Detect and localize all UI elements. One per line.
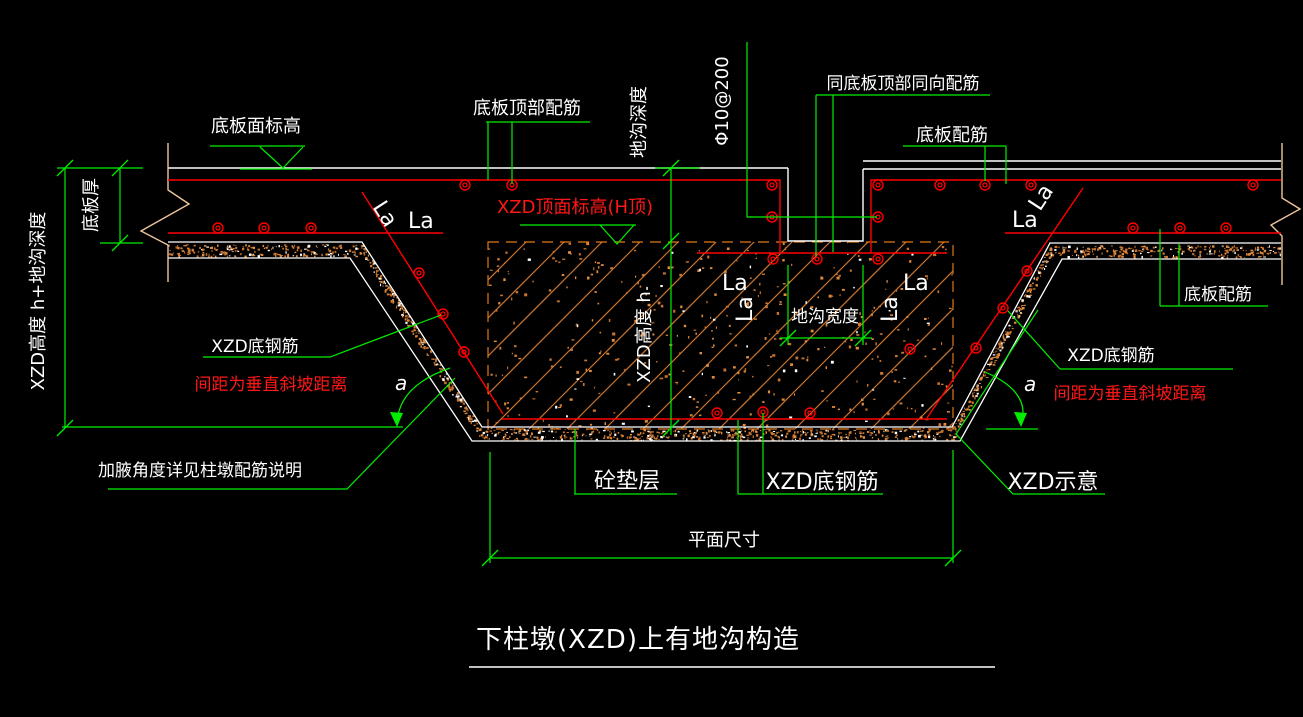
label-la-trench-right-v: La	[878, 296, 903, 322]
dimensions	[56, 159, 1038, 567]
label-la-trench-left: La	[722, 271, 748, 296]
top-rebar-left	[168, 179, 781, 253]
leader-xzd-schematic	[955, 309, 1105, 495]
label-la-trench-left-v: La	[733, 296, 758, 322]
label-xzd-total-height: XZD高度 h+地沟深度	[28, 212, 49, 391]
label-angle-right: a	[1024, 372, 1036, 396]
label-trench-width: 地沟宽度	[791, 307, 859, 327]
label-slab-top-rebar: 底板顶部配筋	[473, 98, 581, 119]
break-lines	[139, 143, 1302, 285]
concrete-hatch-lines	[488, 242, 953, 429]
break-line-left	[139, 143, 191, 282]
label-haunch-note: 加腋角度详见柱墩配筋说明	[98, 461, 302, 481]
label-xzd-bottom-rebar-bottom: XZD底钢筋	[765, 470, 878, 495]
cushion-top-line	[168, 241, 1281, 428]
arc-arrowhead-left	[390, 412, 403, 427]
label-angle-left: a	[395, 371, 407, 395]
label-same-rebar: 同底板顶部同向配筋	[827, 74, 980, 94]
label-spacing-note-right: 间距为垂直斜坡距离	[1054, 384, 1207, 404]
cushion-bottom-line	[168, 257, 1281, 442]
label-rebar-spec: Φ10@200	[712, 56, 733, 145]
leader-haunch-note	[108, 377, 456, 490]
label-slab-rebar-bottom-right: 底板配筋	[1184, 285, 1252, 305]
leader-same-rebar	[815, 94, 990, 256]
level-symbol-xzd	[520, 224, 636, 245]
structure-white	[168, 160, 1281, 668]
dimension-ticks	[56, 159, 962, 567]
rebar-section-dots	[212, 179, 1259, 419]
annotations: 底板面标高 底板顶部配筋 地沟深度 Φ10@200 同底板顶部同向配筋 底板配筋…	[28, 56, 1252, 655]
label-xzd-bottom-rebar-left: XZD底钢筋	[211, 337, 298, 357]
label-la-right: La	[1012, 208, 1038, 233]
leader-slab-top-rebar	[486, 121, 590, 184]
label-xzd-height: XZD高度 h	[634, 291, 655, 383]
label-la-slope-left: La	[367, 197, 402, 232]
label-spacing-note-left: 间距为垂直斜坡距离	[195, 375, 348, 395]
leaders	[108, 42, 1268, 495]
leader-rebar-spec	[746, 42, 877, 218]
break-line-right	[1269, 143, 1302, 285]
level-symbol-slab	[210, 145, 312, 170]
label-slab-surface-level: 底板面标高	[211, 116, 301, 137]
label-slab-thickness: 底板厚	[81, 178, 102, 232]
label-slab-rebar-top-right: 底板配筋	[916, 125, 988, 146]
leader-slab-rebar-bottom-right	[1159, 229, 1268, 307]
drawing-title: 下柱墩(XZD)上有地沟构造	[476, 625, 800, 655]
label-cushion: 砼垫层	[594, 469, 660, 494]
pier-hatch-region	[487, 241, 954, 430]
leader-cushion	[574, 429, 677, 495]
dim-trench-width	[780, 265, 872, 345]
label-la-trench-right: La	[903, 271, 929, 296]
leader-xzd-bottom-rebar-bottom	[737, 413, 883, 495]
label-xzd-bottom-rebar-right: XZD底钢筋	[1067, 346, 1154, 366]
cushion-band	[168, 241, 1281, 442]
leader-slab-rebar-top-right	[903, 145, 1007, 184]
leader-xzd-bottom-rebar-right	[1007, 310, 1233, 370]
label-la-left: La	[408, 209, 434, 234]
pier-dashed-outline	[487, 241, 954, 430]
trench-outline	[787, 168, 864, 242]
label-xzd-schematic: XZD示意	[1007, 470, 1098, 495]
cushion-speckles	[168, 244, 1281, 441]
top-rebar-right	[870, 179, 1281, 253]
slope-rebar-left	[361, 191, 504, 415]
label-xzd-top-level: XZD顶面标高(H顶)	[497, 197, 653, 218]
arc-arrowhead-right	[1014, 412, 1027, 427]
label-plan-dimension: 平面尺寸	[688, 530, 760, 551]
dim-plan-size	[489, 450, 954, 563]
label-trench-depth: 地沟深度	[629, 86, 650, 158]
leader-xzd-bottom-rebar-left	[203, 314, 442, 358]
rebar-lines	[168, 179, 1281, 420]
